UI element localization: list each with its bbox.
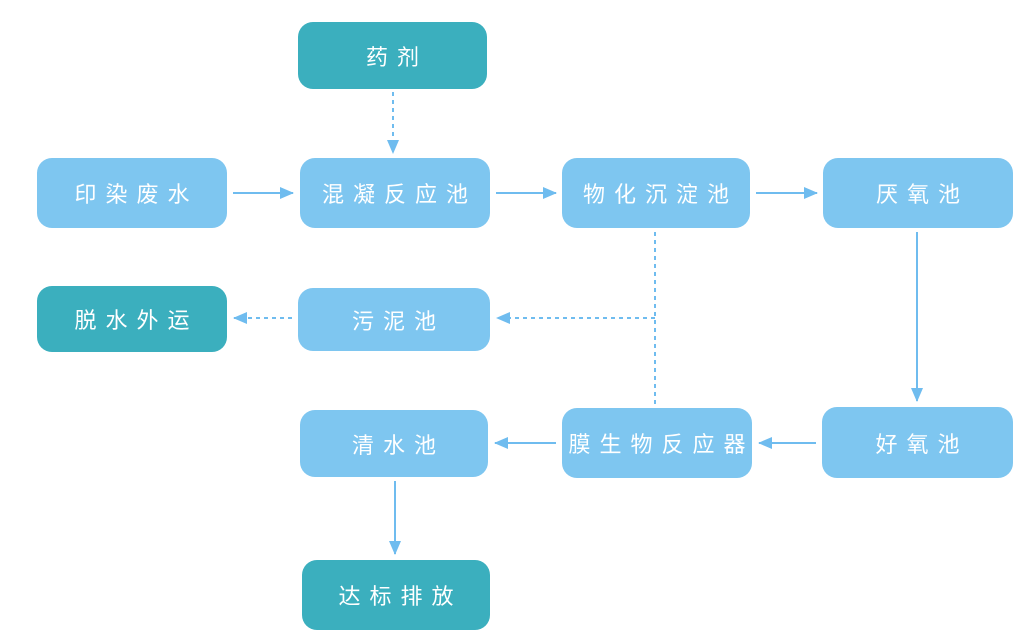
node-standard-discharge: 达标排放	[302, 560, 490, 630]
node-chemical-agent: 药剂	[298, 22, 487, 89]
node-dewatering-transport: 脱水外运	[37, 286, 227, 352]
node-aerobic-tank: 好氧池	[822, 407, 1013, 478]
node-membrane-bioreactor: 膜生物反应器	[562, 408, 752, 478]
node-coagulation-reaction-tank: 混凝反应池	[300, 158, 490, 228]
node-physicochemical-sedimentation-tank: 物化沉淀池	[562, 158, 750, 228]
node-dyeing-wastewater: 印染废水	[37, 158, 227, 228]
node-sludge-tank: 污泥池	[298, 288, 490, 351]
node-anaerobic-tank: 厌氧池	[823, 158, 1013, 228]
node-clear-water-tank: 清水池	[300, 410, 488, 477]
